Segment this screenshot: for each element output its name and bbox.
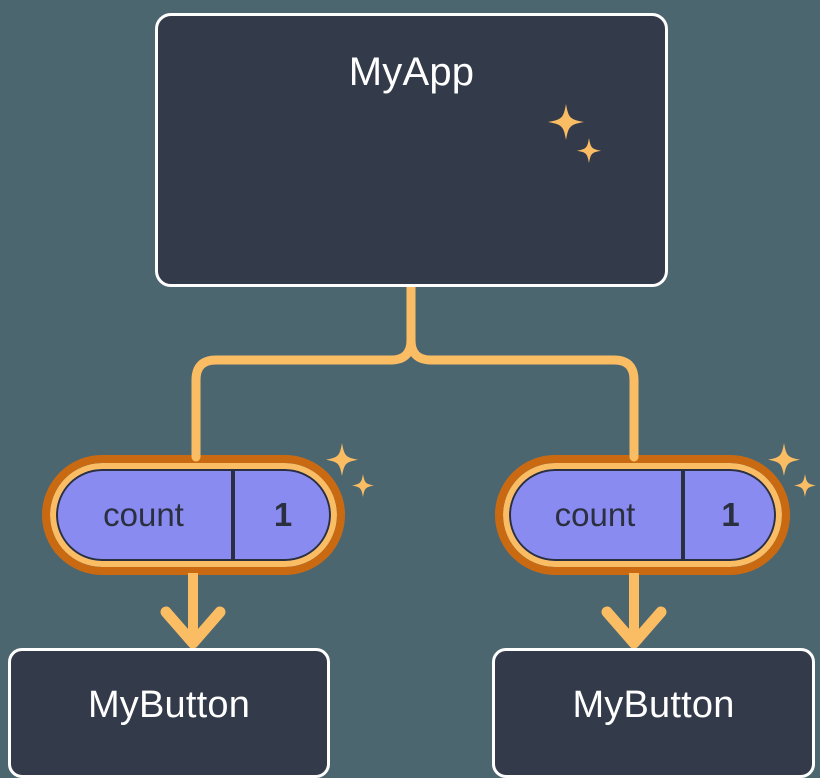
prop-pill-left-body: count 1 [50, 463, 337, 567]
prop-pill-left-divider [231, 469, 235, 561]
sparkle-four-point-icon-large [768, 443, 800, 476]
sparkle-four-point-icon-small [794, 474, 816, 497]
prop-pill-right-key: count [554, 496, 636, 533]
mybutton-card-left[interactable]: MyButton [8, 648, 330, 778]
prop-pill-right[interactable]: count 1 [495, 455, 790, 575]
prop-pill-left[interactable]: count 1 [42, 455, 345, 575]
prop-pill-right-divider [681, 469, 685, 561]
arrow-down-icon-right [601, 573, 667, 649]
prop-pill-left-key: count [103, 496, 184, 533]
myapp-card-title: MyApp [348, 50, 475, 94]
sparkle-four-point-icon-large [326, 443, 358, 476]
prop-pill-right-value: 1 [721, 496, 740, 533]
sparkle-four-point-icon-small [352, 474, 374, 497]
prop-pill-right-body: count 1 [503, 463, 782, 567]
arrow-down-icon-left [160, 573, 226, 649]
prop-pill-left-value: 1 [273, 496, 293, 533]
mybutton-card-left-title: MyButton [87, 684, 251, 726]
mybutton-card-right-title: MyButton [572, 684, 735, 726]
myapp-card[interactable]: MyApp [155, 13, 668, 287]
mybutton-card-right[interactable]: MyButton [492, 648, 815, 778]
connector-tree-path [191, 282, 639, 462]
